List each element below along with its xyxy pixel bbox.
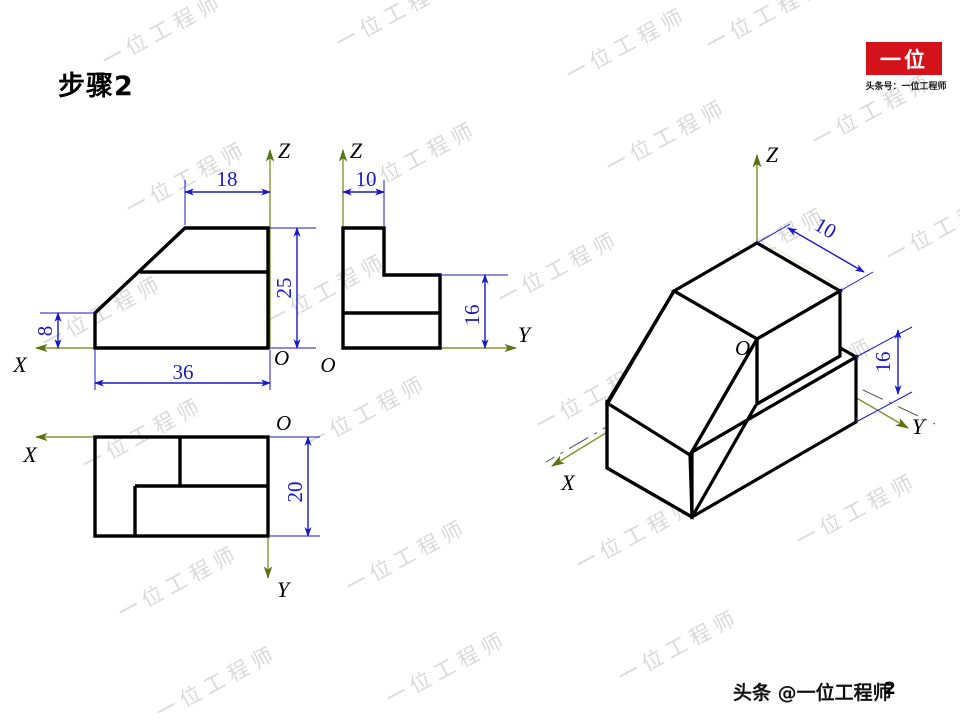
isometric-slope-left-edge bbox=[606, 290, 676, 404]
isometric-dim10-line bbox=[787, 227, 865, 273]
side-view-outline bbox=[341, 226, 442, 350]
side-view-origin-label: O bbox=[320, 353, 335, 377]
top-view-dim20-label: 20 bbox=[283, 482, 307, 503]
top-view-axis-y-label: Y bbox=[277, 577, 292, 602]
isometric-dim10-extension-a bbox=[756, 223, 791, 244]
brand-logo: 一位 bbox=[866, 42, 942, 75]
front-view-dim25-label: 25 bbox=[272, 278, 296, 299]
front-view-dim18-label: 18 bbox=[217, 167, 238, 191]
front-view-origin-label: O bbox=[274, 346, 289, 370]
footer-credit: 头条 @一位工程师 bbox=[733, 682, 892, 704]
front-view-group: 18 36 25 8 X Z O bbox=[12, 138, 316, 390]
isometric-origin-label: O bbox=[735, 336, 750, 360]
isometric-dim16-extension-top bbox=[855, 326, 913, 358]
isometric-axis-x-label: X bbox=[560, 470, 576, 495]
side-view-axis-z-label: Z bbox=[350, 138, 363, 163]
front-view-axis-z-label: Z bbox=[278, 138, 291, 163]
front-view-dim36-label: 36 bbox=[173, 360, 194, 384]
front-view-dim8-label: 8 bbox=[33, 326, 57, 337]
isometric-view-group: 10 16 Z Y X O bbox=[545, 142, 936, 520]
top-view-origin-label: O bbox=[276, 411, 291, 435]
isometric-dim10-label: 10 bbox=[810, 212, 840, 243]
isometric-notch-bottom-edge bbox=[688, 454, 694, 518]
isometric-dim16-label: 16 bbox=[871, 352, 895, 373]
top-view-axis-x-label: X bbox=[22, 442, 38, 467]
front-view-axis-x-label: X bbox=[12, 352, 28, 377]
page-number: 2 bbox=[884, 679, 896, 699]
side-view-dim10-label: 10 bbox=[356, 167, 377, 191]
side-view-dim16-label: 16 bbox=[460, 305, 484, 326]
isometric-notch-edges bbox=[688, 338, 759, 456]
isometric-axis-z-label: Z bbox=[766, 142, 779, 167]
isometric-notch-right-edge bbox=[755, 339, 841, 407]
brand-logo-caption: 头条号：一位工程师 bbox=[865, 82, 947, 92]
front-view-outline bbox=[93, 226, 270, 350]
side-view-axis-y-label: Y bbox=[518, 322, 533, 347]
isometric-dim10-extension-b bbox=[839, 271, 874, 292]
isometric-dim16-extension-bottom bbox=[855, 391, 913, 423]
side-view-group: 10 16 Z Y O bbox=[320, 138, 532, 377]
isometric-axis-y-label: Y bbox=[912, 414, 927, 439]
top-view-group: 20 X Y O bbox=[22, 411, 320, 602]
page-title: 步骤2 bbox=[58, 71, 134, 102]
